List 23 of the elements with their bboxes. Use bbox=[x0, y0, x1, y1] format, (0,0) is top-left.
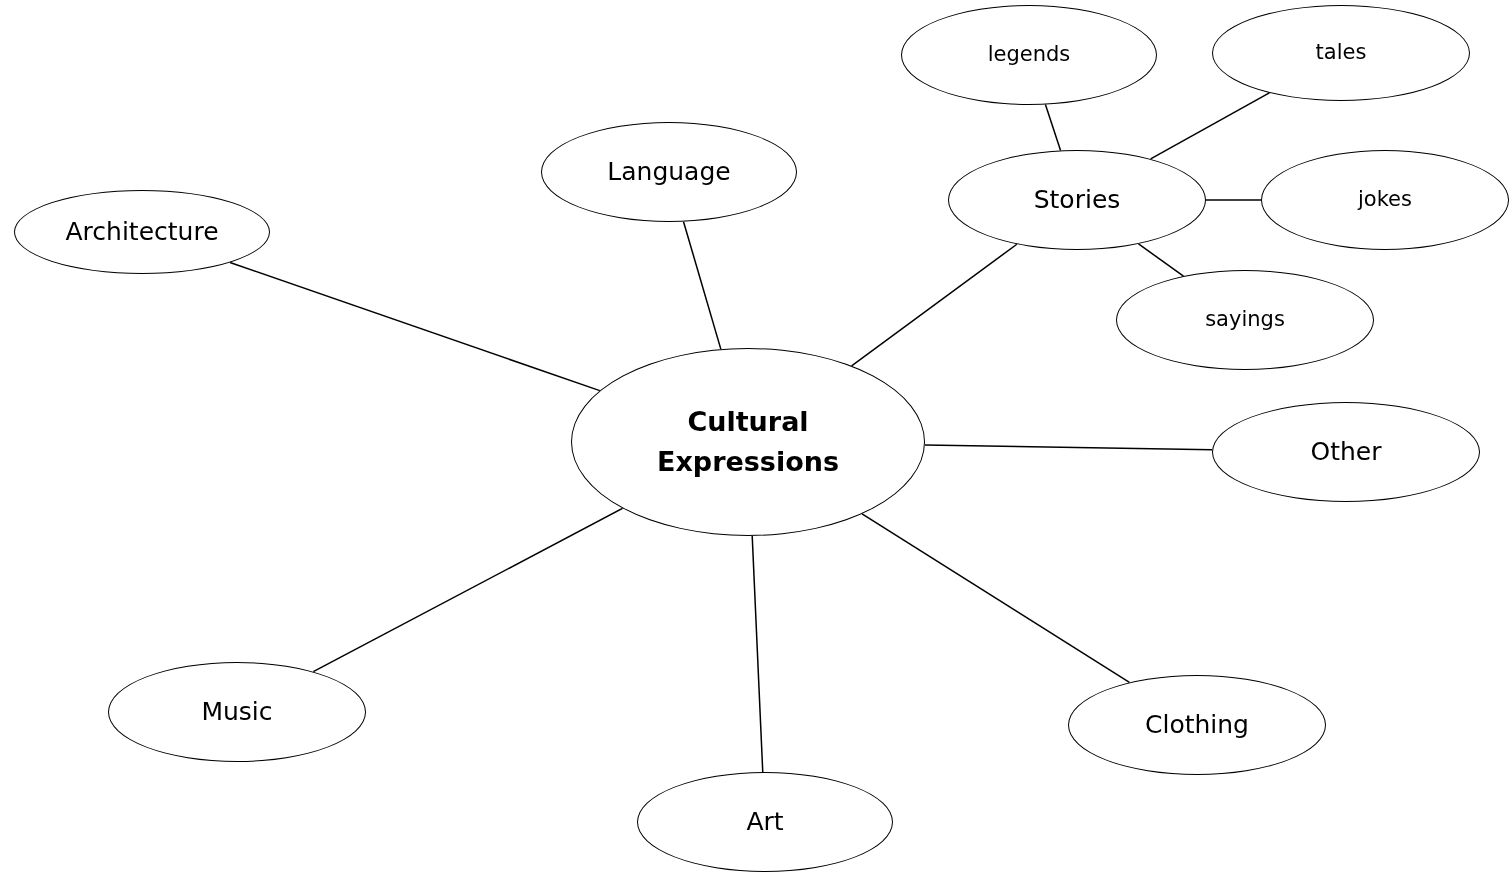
connector-line bbox=[1044, 103, 1062, 152]
connector-line bbox=[751, 535, 764, 773]
connector-line bbox=[229, 261, 601, 392]
node-label: jokes bbox=[1358, 186, 1412, 214]
node-label: Music bbox=[201, 696, 273, 729]
node-label: Language bbox=[607, 156, 731, 189]
connector-line bbox=[1205, 199, 1262, 201]
connector-line bbox=[1149, 92, 1271, 160]
connector-line bbox=[861, 513, 1131, 684]
node-label: Art bbox=[746, 806, 784, 839]
node-label: sayings bbox=[1205, 306, 1285, 334]
connector-line bbox=[850, 243, 1018, 367]
connector-line bbox=[924, 444, 1213, 451]
node-label: Clothing bbox=[1145, 709, 1249, 742]
node-label: Architecture bbox=[65, 216, 219, 249]
node-label: Other bbox=[1310, 436, 1382, 469]
connector-line bbox=[682, 220, 722, 350]
node-label: legends bbox=[987, 41, 1071, 69]
node-label: Stories bbox=[1033, 184, 1121, 217]
connector-line bbox=[312, 507, 624, 673]
connector-line bbox=[1137, 243, 1185, 277]
node-label: tales bbox=[1315, 39, 1367, 67]
node-label: Cultural Expressions bbox=[655, 404, 841, 479]
